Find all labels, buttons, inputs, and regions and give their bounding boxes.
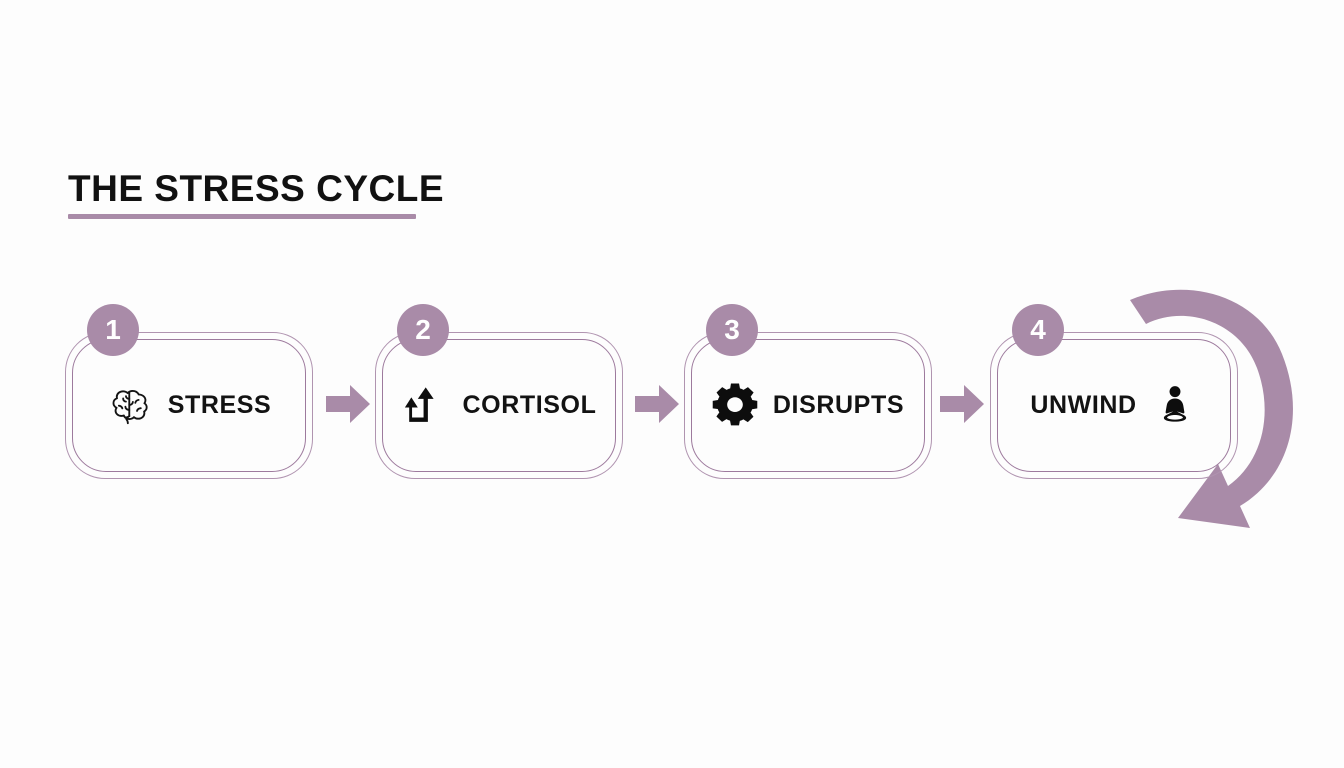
- page-title: THE STRESS CYCLE: [68, 168, 444, 209]
- meditation-icon: [1152, 383, 1198, 429]
- card-inner-border: [72, 339, 306, 472]
- flow-step-stress[interactable]: STRESS 1: [65, 304, 313, 479]
- card-inner-border: [382, 339, 616, 472]
- step-number: 2: [415, 314, 431, 345]
- card-outer-border: [990, 332, 1238, 479]
- card-inner-border: [997, 339, 1231, 472]
- step-number-badge: 1: [87, 304, 139, 356]
- arrow-right-icon: [633, 382, 681, 426]
- title-block: THE STRESS CYCLE: [68, 168, 444, 219]
- loop-arrow-icon: [1090, 280, 1305, 548]
- card-content: UNWIND: [997, 339, 1231, 472]
- step-number-badge: 4: [1012, 304, 1064, 356]
- arrow-right-icon: [324, 382, 372, 426]
- step-label: UNWIND: [1030, 391, 1137, 419]
- connector-arrow-2: [633, 382, 681, 426]
- card-content: DISRUPTS: [691, 339, 925, 472]
- connector-arrow-3: [938, 382, 986, 426]
- card-content: CORTISOL: [382, 339, 616, 472]
- card-outer-border: [65, 332, 313, 479]
- flow-step-disrupts[interactable]: DISRUPTS 3: [684, 304, 932, 479]
- flow-step-cortisol[interactable]: CORTISOL 2: [375, 304, 623, 479]
- step-number-badge: 3: [706, 304, 758, 356]
- arrow-right-icon: [938, 382, 986, 426]
- step-label: CORTISOL: [462, 391, 597, 419]
- step-label: STRESS: [167, 391, 272, 419]
- card-outer-border: [375, 332, 623, 479]
- step-label: DISRUPTS: [772, 391, 905, 419]
- brain-icon: [107, 383, 153, 429]
- card-inner-border: [691, 339, 925, 472]
- step-number: 1: [105, 314, 121, 345]
- step-number: 4: [1030, 314, 1046, 345]
- card-content: STRESS: [72, 339, 306, 472]
- step-number: 3: [724, 314, 740, 345]
- step-number-badge: 2: [397, 304, 449, 356]
- flow-step-unwind[interactable]: UNWIND 4: [990, 304, 1238, 479]
- title-underline: [68, 213, 416, 219]
- rising-arrows-icon: [402, 383, 448, 429]
- connector-arrow-1: [324, 382, 372, 426]
- card-outer-border: [684, 332, 932, 479]
- gear-icon: [712, 383, 758, 429]
